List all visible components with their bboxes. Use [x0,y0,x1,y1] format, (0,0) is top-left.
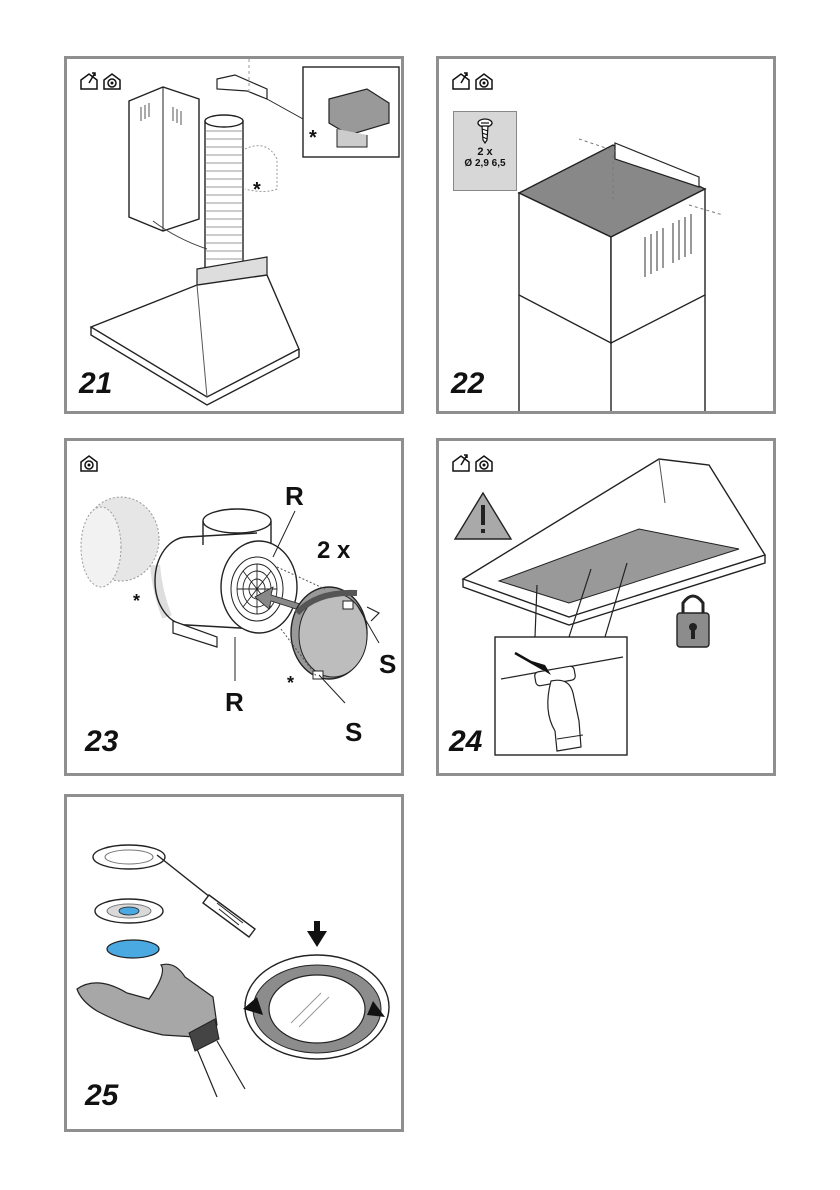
label-s-right: S [379,649,396,680]
asterisk-label: * [253,179,261,202]
label-qty: 2 x [317,537,350,565]
asterisk-left: * [133,591,140,612]
figure-number: 22 [451,367,484,401]
screwdriver-icon [203,895,255,937]
figure-25-panel: 25 [64,794,404,1132]
chimney-box-illustration [439,59,773,411]
label-r-top: R [285,481,304,512]
label-s-bottom: S [345,717,362,748]
figure-number: 21 [79,367,112,401]
hood-filter-removal-illustration [439,441,773,773]
figure-number: 23 [85,725,118,759]
padlock-icon [677,596,709,647]
figure-22-panel: 2 x Ø 2,9 6,5 22 [436,56,776,414]
figure-24-panel: 24 [436,438,776,776]
label-r-bottom: R [225,687,244,718]
hood-chimney-illustration [67,59,401,411]
callout-asterisk-label: * [309,127,317,150]
figure-21-panel: * * 21 [64,56,404,414]
figure-number: 24 [449,725,482,759]
figure-23-panel: R 2 x S R S * * 23 [64,438,404,776]
figure-number: 25 [85,1079,118,1113]
asterisk-right: * [287,673,294,694]
